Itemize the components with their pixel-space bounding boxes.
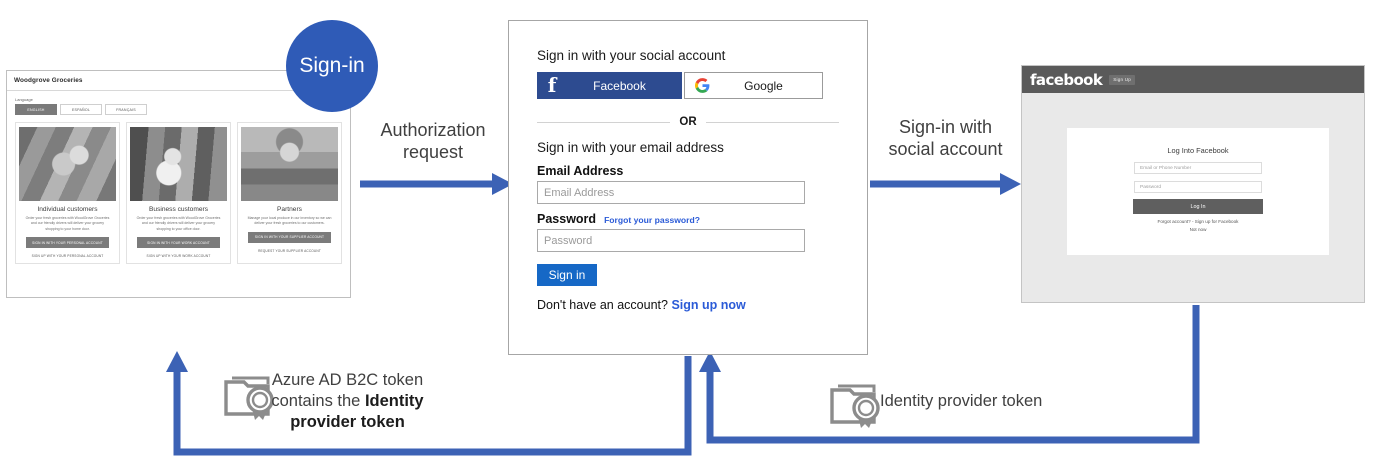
email-signin-heading: Sign in with your email address [537,140,724,155]
signin-badge: Sign-in [286,20,378,112]
card-description: Manage your local produce in our invento… [247,216,332,226]
language-button-francais[interactable]: FRANÇAIS [105,104,147,115]
facebook-login-page: facebook Sign Up Log Into Facebook Email… [1021,65,1365,303]
label-azure-ad-b2c-token: Azure AD B2C token contains the Identity… [215,370,480,433]
card-title: Business customers [149,206,208,213]
google-g-icon [685,78,719,93]
arrow-authorization-request [360,173,513,195]
facebook-login-card: Log Into Facebook Email or Phone Number … [1067,128,1329,255]
card-partners[interactable]: Partners Manage your local produce in ou… [237,122,342,265]
token-line-1: Azure AD B2C token [271,371,424,389]
card-individual-customers[interactable]: Individual customers Order your fresh gr… [15,122,120,265]
facebook-email-input[interactable]: Email or Phone Number [1134,162,1262,174]
facebook-top-bar: facebook Sign Up [1022,66,1364,93]
token-line-3-bold: provider token [290,413,405,432]
facebook-signin-button[interactable]: f Facebook [537,72,682,99]
farmer-with-basket-photo [241,127,338,201]
password-input-placeholder: Password [544,234,593,247]
or-divider: OR [537,116,839,128]
language-selector: Language ENGLISH ESPAÑOL FRANÇAIS [7,91,350,115]
divider-line-left [537,121,671,123]
facebook-f-icon: f [547,72,557,97]
or-label: OR [679,116,697,128]
social-account-heading: Sign in with your social account [537,48,726,63]
no-account-text: Don't have an account? [537,298,672,312]
store-clerk-photo [130,127,227,201]
label-line-2: social account [888,138,1003,159]
azure-ad-b2c-signin-panel: Sign in with your social account f Faceb… [508,20,868,355]
facebook-signup-button[interactable]: Sign Up [1109,74,1135,85]
label-authorization-request: Authorization request [358,120,508,164]
card-title: Partners [277,206,302,213]
woodgrove-groceries-app: Woodgrove Groceries Language ENGLISH ESP… [6,70,351,298]
token-line-2: contains the Identity [215,391,480,412]
language-label: Language [15,97,33,102]
card-primary-button[interactable]: SIGN IN WITH YOUR PERSONAL ACCOUNT [26,237,109,249]
certificate-icon [828,380,890,432]
card-description: Order your fresh groceries with WoodGrov… [136,216,221,231]
shopper-with-child-photo [19,127,116,201]
password-label: Password [537,212,597,226]
facebook-password-input[interactable]: Password [1134,181,1262,193]
label-line-2: request [402,141,464,162]
facebook-password-placeholder: Password [1140,184,1162,190]
card-secondary-link[interactable]: SIGN UP WITH YOUR WORK ACCOUNT [146,254,211,259]
language-button-english[interactable]: ENGLISH [15,104,57,115]
card-business-customers[interactable]: Business customers Order your fresh groc… [126,122,231,265]
forgot-password-link[interactable]: Forgot your password? [604,215,701,225]
signin-badge-label: Sign-in [299,54,365,77]
token-line-2-prefix: contains the [271,392,365,411]
card-title: Individual customers [37,206,98,213]
google-button-label: Google [744,78,783,93]
label-identity-provider-token: Identity provider token [880,392,1043,410]
signin-button[interactable]: Sign in [537,264,597,286]
google-signin-button[interactable]: Google [684,72,823,99]
label-line-1: Authorization [380,120,486,140]
facebook-email-placeholder: Email or Phone Number [1140,165,1192,171]
woodgrove-card-list: Individual customers Order your fresh gr… [7,115,350,265]
card-description: Order your fresh groceries with WoodGrov… [25,216,110,231]
divider-line-right [705,121,839,123]
language-button-espanol[interactable]: ESPAÑOL [60,104,102,115]
facebook-footer-links[interactable]: Forgot account? - Sign up for Facebook [1157,219,1239,224]
no-account-row: Don't have an account? Sign up now [537,298,839,312]
facebook-not-now-link[interactable]: Not now [1189,227,1207,232]
card-secondary-link[interactable]: SIGN UP WITH YOUR PERSONAL ACCOUNT [31,254,104,259]
facebook-login-button[interactable]: Log In [1133,199,1263,214]
facebook-wordmark: facebook [1030,70,1103,89]
card-primary-button[interactable]: SIGN IN WITH YOUR WORK ACCOUNT [137,237,220,249]
email-input[interactable]: Email Address [537,181,805,204]
token-line-2-bold: Identity [364,392,424,411]
email-input-placeholder: Email Address [544,186,615,199]
woodgrove-header: Woodgrove Groceries [7,71,350,91]
password-input[interactable]: Password [537,229,805,252]
facebook-card-title: Log Into Facebook [1167,146,1229,155]
card-secondary-link[interactable]: REQUEST YOUR SUPPLIER ACCOUNT [258,248,321,253]
label-line-1: Sign-in with [898,117,993,137]
woodgrove-title: Woodgrove Groceries [14,77,83,84]
facebook-button-label: Facebook [593,78,646,93]
arrow-signin-social [870,173,1021,195]
certificate-icon [222,372,284,424]
email-label: Email Address [537,164,624,178]
signup-now-link[interactable]: Sign up now [671,298,746,312]
social-buttons-row: f Facebook Google [537,72,839,99]
label-signin-with-social-account: Sign-in with social account [868,117,1023,161]
card-primary-button[interactable]: SIGN IN WITH YOUR SUPPLIER ACCOUNT [248,231,331,243]
